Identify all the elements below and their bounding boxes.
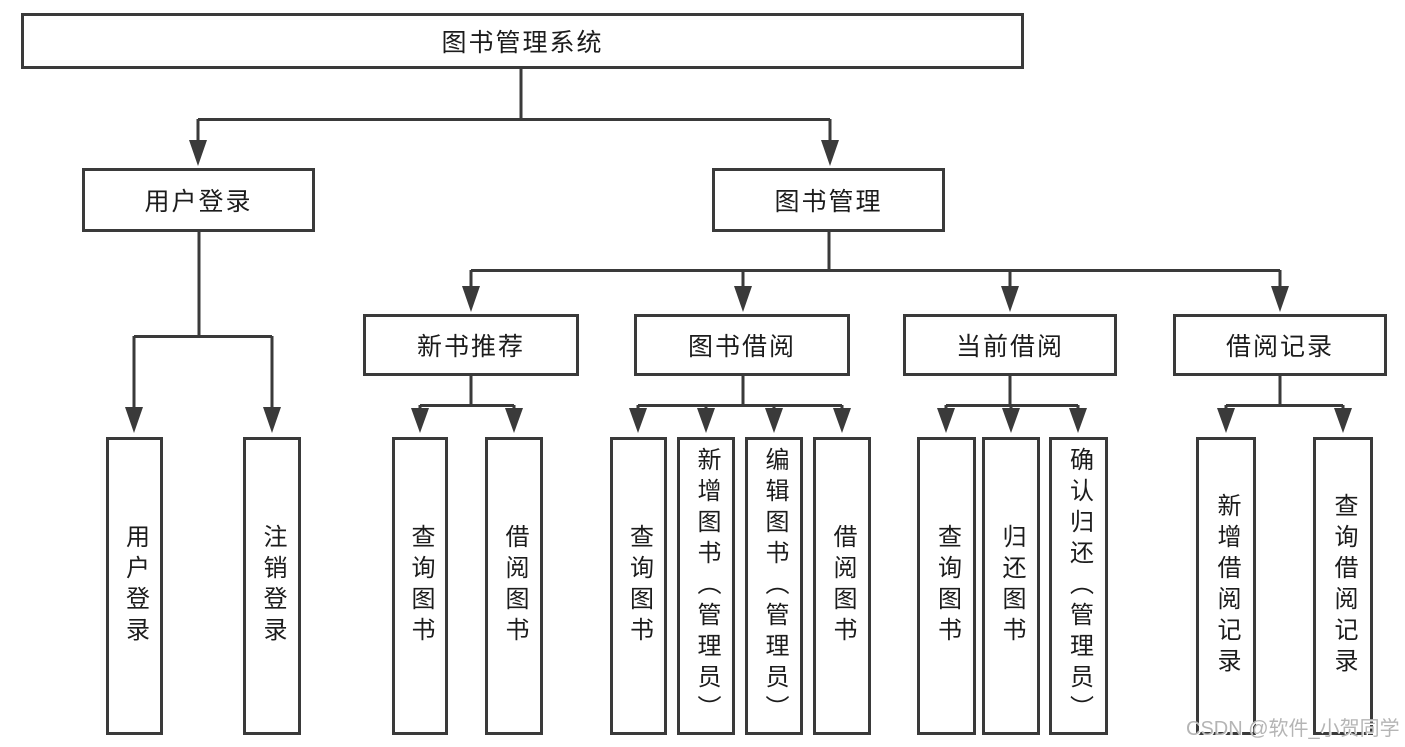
leaf-br-query-record: 查询借阅记录: [1313, 437, 1373, 735]
leaf-logout-label: 注销登录: [259, 524, 286, 648]
csdn-watermark: CSDN @软件_小贺同学: [1186, 718, 1400, 740]
leaf-cb-query-books-label: 查询图书: [933, 524, 961, 648]
leaf-br-query-record-label: 查询借阅记录: [1330, 493, 1357, 679]
node-new-book-recommend-label: 新书推荐: [416, 333, 525, 361]
leaf-nb-borrow-books-label: 借阅图书: [501, 524, 528, 648]
leaf-bb-query-books: 查询图书: [610, 437, 667, 735]
node-user-login: 用户登录: [82, 168, 315, 232]
leaf-cb-return-books: 归还图书: [982, 437, 1040, 735]
node-book-borrow: 图书借阅: [634, 314, 850, 376]
leaf-logout: 注销登录: [243, 437, 301, 735]
leaf-bb-edit-books-label: 编辑图书（管理员）: [761, 446, 788, 726]
node-borrow-records: 借阅记录: [1173, 314, 1387, 376]
leaf-cb-confirm-return: 确认归还（管理员）: [1049, 437, 1108, 735]
leaf-user-login-label: 用户登录: [121, 524, 149, 648]
leaf-br-add-record: 新增借阅记录: [1196, 437, 1256, 735]
node-book-borrow-label: 图书借阅: [687, 333, 796, 361]
node-current-borrow: 当前借阅: [903, 314, 1117, 376]
leaf-user-login: 用户登录: [106, 437, 163, 735]
leaf-cb-confirm-return-label: 确认归还（管理员）: [1065, 446, 1093, 726]
leaf-nb-query-books: 查询图书: [392, 437, 448, 735]
leaf-bb-query-books-label: 查询图书: [625, 524, 653, 648]
leaf-nb-borrow-books: 借阅图书: [485, 437, 543, 735]
node-new-book-recommend: 新书推荐: [363, 314, 579, 376]
arrowheads: [125, 140, 1352, 433]
leaf-bb-borrow-books-label: 借阅图书: [829, 524, 856, 648]
leaf-bb-borrow-books: 借阅图书: [813, 437, 871, 735]
node-book-management: 图书管理: [712, 168, 945, 232]
node-root-system: 图书管理系统: [21, 13, 1024, 69]
node-root-system-label: 图书管理系统: [441, 29, 604, 57]
leaf-bb-edit-books: 编辑图书（管理员）: [745, 437, 803, 735]
node-user-login-label: 用户登录: [144, 188, 253, 216]
leaf-cb-query-books: 查询图书: [917, 437, 976, 735]
leaf-bb-add-books: 新增图书（管理员）: [677, 437, 735, 735]
node-book-management-label: 图书管理: [774, 188, 883, 216]
leaf-bb-add-books-label: 新增图书（管理员）: [693, 446, 720, 726]
node-borrow-records-label: 借阅记录: [1225, 333, 1334, 361]
node-current-borrow-label: 当前借阅: [955, 333, 1064, 361]
leaf-nb-query-books-label: 查询图书: [407, 524, 434, 648]
leaf-cb-return-books-label: 归还图书: [998, 524, 1025, 648]
leaf-br-add-record-label: 新增借阅记录: [1213, 493, 1240, 679]
